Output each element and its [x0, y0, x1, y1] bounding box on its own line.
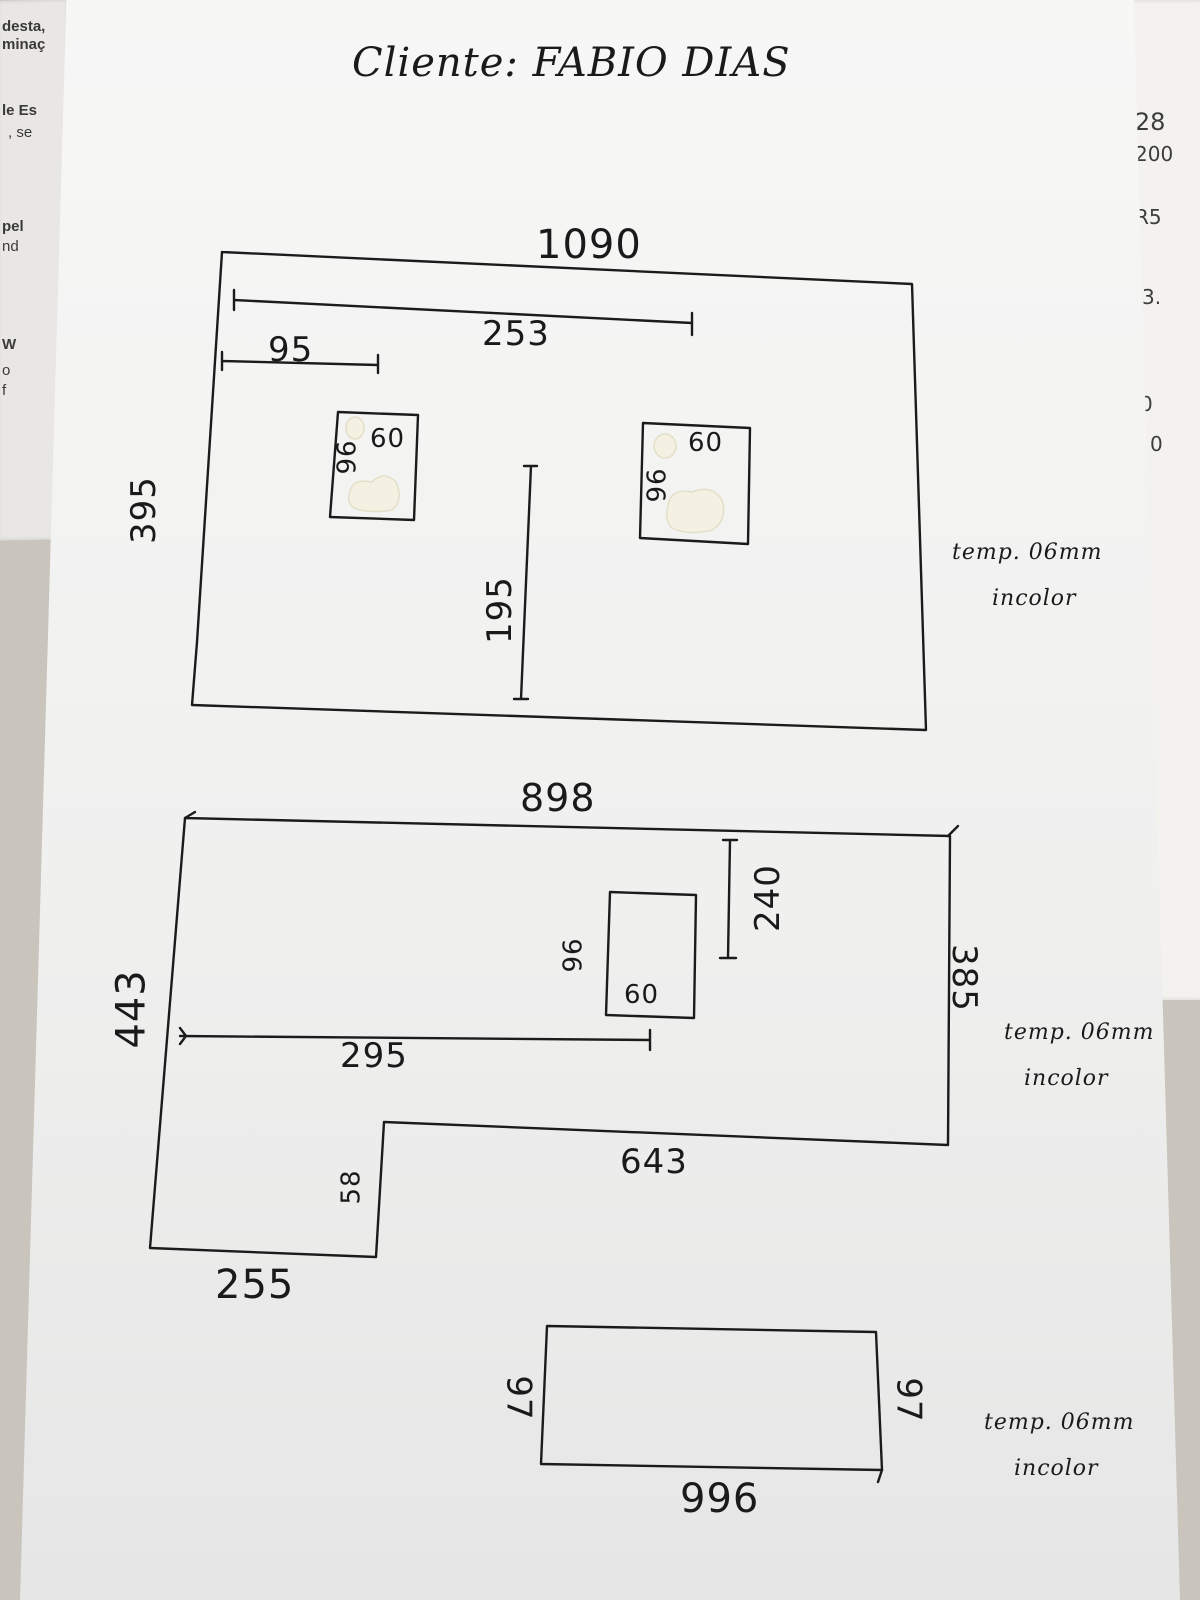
dim-piece2-255: 255: [215, 1262, 295, 1308]
piece-1-outline: [190, 250, 928, 732]
dim-piece2-240: 240: [747, 864, 788, 932]
corner-tick: [946, 824, 960, 838]
bg-text: minaç: [2, 36, 46, 53]
spec-thickness: temp. 06mm: [952, 540, 1103, 565]
cutout-1: [328, 410, 420, 522]
bg-hand-text: 3.: [1142, 285, 1162, 309]
spec-glass-type: incolor: [1024, 1066, 1109, 1091]
bg-text: f: [2, 382, 7, 399]
glass-spec-note-3: temp. 06mm incolor: [984, 1400, 1135, 1492]
dim-cutout3-height: 96: [558, 937, 589, 973]
spec-thickness: temp. 06mm: [984, 1410, 1135, 1435]
dim-piece2-step-58: 58: [336, 1169, 367, 1205]
cutout-2: [638, 421, 752, 546]
spec-glass-type: incolor: [1014, 1456, 1099, 1481]
bg-text: nd: [2, 238, 19, 255]
spec-thickness: temp. 06mm: [1004, 1020, 1155, 1045]
cutout-3: [604, 890, 698, 1020]
bg-text: W: [2, 336, 17, 353]
bg-hand-text: 200: [1135, 142, 1174, 166]
dimension-line-295: [178, 1026, 652, 1052]
dim-piece1-width: 1090: [536, 222, 642, 268]
dim-piece2-left-height: 443: [108, 969, 155, 1049]
dim-cutout1-width: 60: [370, 424, 406, 454]
dimension-line-195: [512, 464, 539, 701]
dim-cutout2-height: 96: [642, 467, 673, 503]
dim-piece1-height: 395: [123, 476, 164, 544]
corner-tick: [183, 810, 197, 820]
dim-cutout3-width: 60: [624, 980, 660, 1010]
dim-piece2-643: 643: [620, 1142, 688, 1182]
dim-piece2-295: 295: [340, 1036, 408, 1076]
dim-piece2-top-width: 898: [520, 776, 596, 820]
dim-piece1-195: 195: [479, 576, 520, 644]
corner-tick: [876, 1468, 884, 1484]
bg-text: le Es: [2, 102, 38, 119]
bg-text: pel: [2, 218, 24, 235]
dim-piece3-width: 996: [680, 1476, 760, 1522]
dim-piece3-right-height: 97: [888, 1377, 929, 1423]
piece-3-outline: [539, 1324, 884, 1472]
piece-2-outline: [148, 816, 952, 1259]
bg-text: , se: [8, 124, 33, 141]
dimension-line-95: [220, 350, 380, 375]
dim-piece1-95: 95: [268, 330, 314, 370]
dimension-line-240: [718, 838, 739, 960]
spec-glass-type: incolor: [992, 586, 1077, 611]
drawing-paper: [20, 0, 1180, 1600]
dim-piece2-right-height: 385: [943, 944, 984, 1012]
glass-spec-note-1: temp. 06mm incolor: [952, 530, 1103, 622]
dimension-line-253: [232, 288, 694, 337]
dim-cutout2-width: 60: [688, 428, 724, 458]
dim-piece1-253: 253: [482, 314, 550, 354]
bg-text: o: [2, 362, 11, 379]
dim-piece3-left-height: 97: [498, 1375, 539, 1421]
glass-spec-note-2: temp. 06mm incolor: [1004, 1010, 1155, 1102]
bg-hand-text: 0: [1150, 432, 1163, 456]
client-name-title: Cliente: FABIO DIAS: [352, 40, 791, 86]
dim-cutout1-height: 96: [332, 439, 363, 475]
bg-text: desta,: [2, 18, 46, 35]
